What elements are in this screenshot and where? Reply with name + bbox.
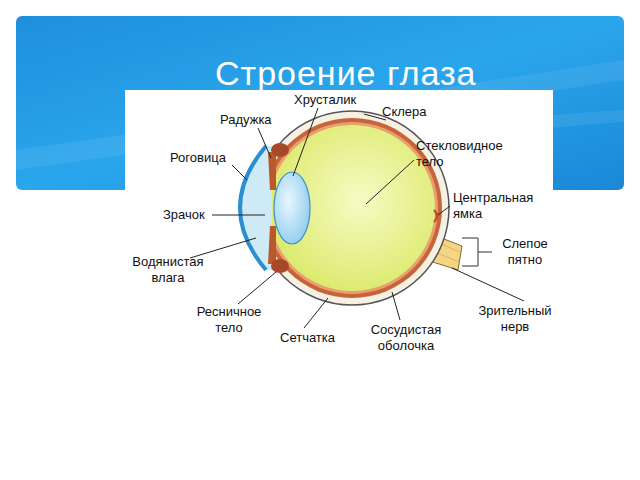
part-label: Водянистая влага [127,254,209,285]
blind-spot-bracket [462,238,478,266]
part-label: Стекловидное тело [416,138,516,169]
ciliary-body [271,143,289,157]
part-label: Сетчатка [280,330,335,346]
vitreous-body [269,125,435,291]
part-label: Хрусталик [294,92,356,108]
part-label: Склера [382,104,427,120]
slide-title: Строение глаза [215,54,477,93]
part-label: Сосудистая оболочка [356,322,456,353]
cornea [240,146,266,270]
part-label: Центральная ямка [453,190,549,221]
part-label: Радужка [220,112,272,128]
choroid [268,118,442,298]
part-label: Зрачок [163,207,205,223]
retina [268,122,438,294]
iris [268,152,276,190]
lens [274,172,310,244]
part-label: Слепое пятно [494,236,556,267]
part-label: Ресничное тело [188,304,270,335]
part-label: Роговица [170,150,226,166]
image-area [125,90,553,372]
aqueous-humor [240,146,272,270]
part-label: Зрительный нерв [470,303,560,334]
